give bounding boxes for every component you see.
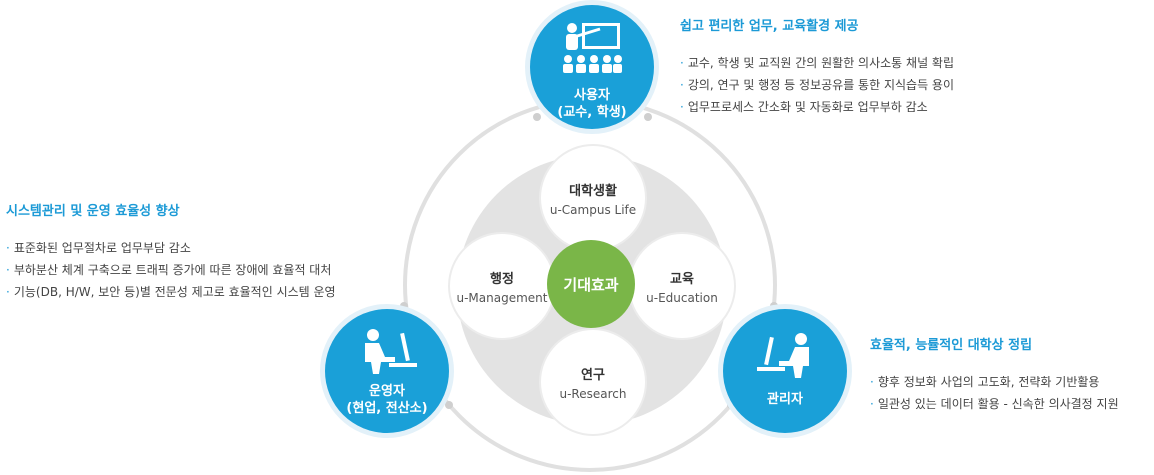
center-label: 기대효과 bbox=[563, 275, 619, 294]
list-item: ·업무프로세스 간소화 및 자동화로 업무부하 감소 bbox=[680, 100, 928, 114]
center-expected-effect: 기대효과 bbox=[547, 240, 635, 328]
admin-benefits-title: 효율적, 능률적인 대학상 정립 bbox=[870, 338, 1033, 353]
petal-label-en: u-Research bbox=[559, 386, 627, 401]
operator-benefits-title: 시스템관리 및 운영 효율성 향상 bbox=[6, 204, 180, 219]
role-operator: 운영자 (현업, 전산소) bbox=[325, 309, 449, 433]
person-at-computer-icon bbox=[757, 333, 809, 378]
operator-benefits-box: 시스템관리 및 운영 효율성 향상 ·표준화된 업무절차로 업무부담 감소 ·부… bbox=[6, 200, 336, 303]
teacher-students-icon bbox=[563, 23, 622, 73]
list-item: ·일관성 있는 데이터 활용 - 신속한 의사결정 지원 bbox=[870, 397, 1119, 411]
petal-label-en: u-Campus Life bbox=[549, 202, 637, 217]
role-admin: 관리자 bbox=[723, 309, 847, 433]
petal-label-ko: 대학생활 bbox=[569, 183, 617, 199]
list-item: ·표준화된 업무절차로 업무부담 감소 bbox=[6, 241, 191, 255]
petal-management: 행정 u-Management bbox=[450, 234, 554, 338]
role-user-title: 사용자 bbox=[574, 88, 610, 103]
list-item: ·강의, 연구 및 행정 등 정보공유를 통한 지식습득 용이 bbox=[680, 78, 954, 92]
person-at-computer-icon bbox=[365, 329, 417, 374]
petal-label-en: u-Education bbox=[646, 290, 718, 305]
list-item: ·부하분산 체계 구축으로 트래픽 증가에 따른 장애에 효율적 대처 bbox=[6, 263, 332, 277]
role-admin-title: 관리자 bbox=[767, 392, 803, 407]
petal-label-ko: 행정 bbox=[490, 271, 514, 287]
petal-label-en: u-Management bbox=[456, 290, 548, 305]
user-benefits-box: 쉽고 편리한 업무, 교육활경 제공 ·교수, 학생 및 교직원 간의 원활한 … bbox=[680, 15, 954, 118]
role-operator-title: 운영자 bbox=[369, 384, 405, 399]
petal-campus-life: 대학생활 u-Campus Life bbox=[541, 146, 645, 250]
petal-education: 교육 u-Education bbox=[630, 234, 734, 338]
role-operator-subtitle: (현업, 전산소) bbox=[346, 401, 428, 416]
admin-benefits-box: 효율적, 능률적인 대학상 정립 ·향후 정보화 사업의 고도화, 전략화 기반… bbox=[870, 334, 1119, 415]
petal-label-ko: 연구 bbox=[581, 367, 605, 383]
petal-research: 연구 u-Research bbox=[541, 330, 645, 434]
list-item: ·기능(DB, H/W, 보안 등)별 전문성 제고로 효율적인 시스템 운영 bbox=[6, 285, 336, 299]
list-item: ·향후 정보화 사업의 고도화, 전략화 기반활용 bbox=[870, 375, 1100, 389]
user-benefits-title: 쉽고 편리한 업무, 교육활경 제공 bbox=[680, 19, 859, 34]
petal-label-ko: 교육 bbox=[670, 271, 694, 287]
role-user-subtitle: (교수, 학생) bbox=[557, 105, 627, 120]
role-user: 사용자 (교수, 학생) bbox=[530, 5, 654, 129]
list-item: ·교수, 학생 및 교직원 간의 원활한 의사소통 채널 확립 bbox=[680, 56, 954, 70]
